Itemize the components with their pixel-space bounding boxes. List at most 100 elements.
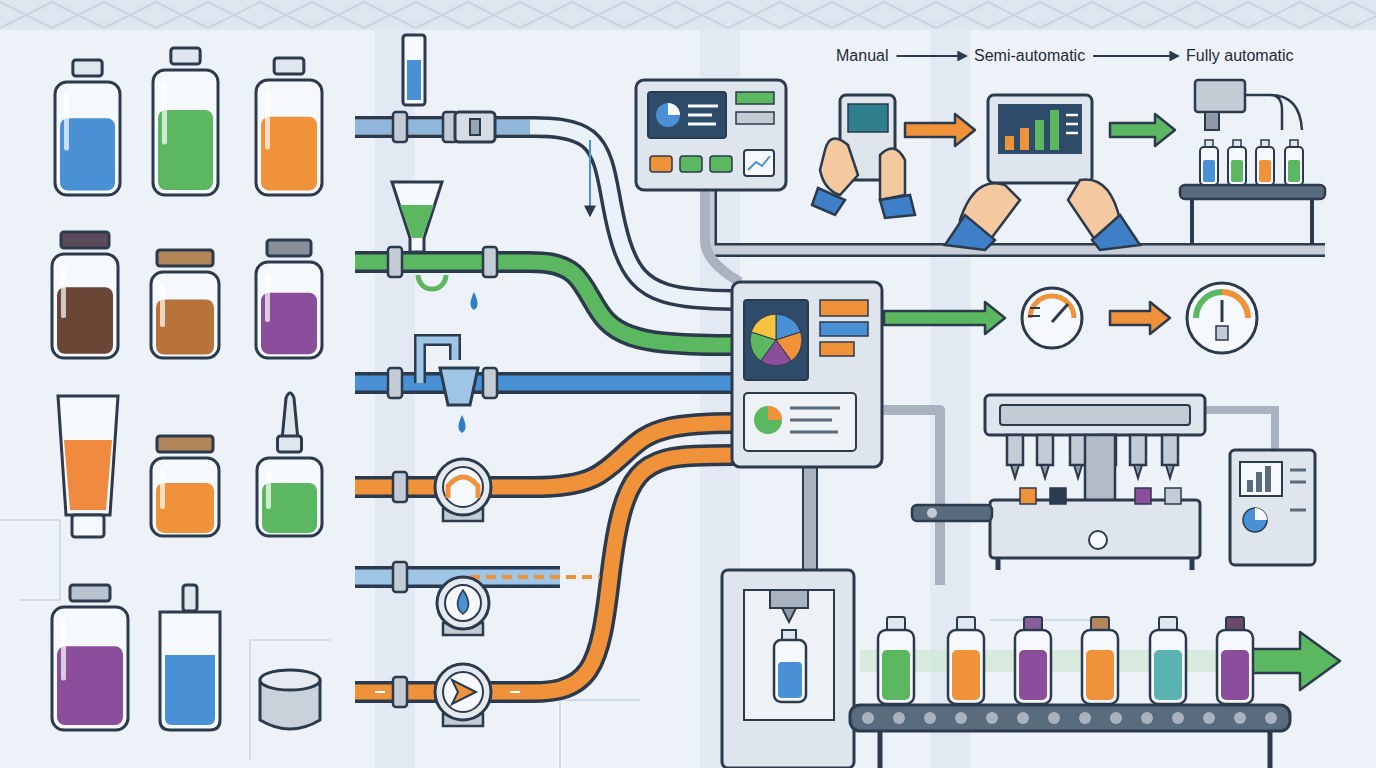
valve-body [455,112,495,142]
automation-stages [812,80,1325,250]
pump-housing [437,577,489,629]
bar [1050,110,1059,150]
pipe-flange [393,677,407,707]
machine-cable [1205,410,1275,450]
nozzle [1011,465,1019,478]
bottle-body [878,630,914,704]
flow-pipe-outline [520,262,740,345]
bottle-body [52,254,118,358]
container-top [1050,488,1066,504]
bottle-body [151,272,219,358]
roller [893,712,905,724]
container-top [1135,488,1151,504]
sleeves [945,215,1140,250]
truss-strut [936,2,988,28]
flow-pipe-outline [520,372,740,394]
roller [955,712,967,724]
pipe-flange [388,368,402,398]
nozzle [1166,465,1174,478]
liquid [1203,160,1215,182]
control-panels [636,80,1325,585]
hand [880,149,905,200]
bottling-line [722,570,1340,768]
liquid [400,205,434,238]
liquid [57,646,123,725]
gauge-readout [1216,326,1228,340]
bottle [256,240,322,358]
flow-arrow [1110,114,1175,146]
truss-strut [884,2,936,28]
container-set [52,48,322,730]
panel-screen [744,300,808,380]
machine-top [985,395,1205,435]
roller [862,712,874,724]
truss-strut [208,2,260,28]
bar [1247,480,1253,492]
pump-face [445,585,481,621]
filling-head [1037,435,1053,465]
truss-strut [780,2,832,28]
liquid [1086,650,1114,700]
screen-lines [688,106,718,124]
truss-strut [624,2,676,28]
panel-button [650,156,672,172]
pie-slice [1255,508,1267,520]
machine-base [990,500,1200,558]
flow-arrow [589,140,591,215]
truss-strut [364,2,416,28]
truss-strut [1300,2,1352,28]
truss-strut [104,2,156,28]
bottle-cap [157,250,213,266]
filler-head [1195,80,1245,112]
handheld-screen [848,104,888,132]
glint [265,92,270,150]
pie-slice [768,406,782,420]
flow-pipe [520,262,740,345]
tablet-screen [998,104,1082,154]
dashed-flow [470,575,600,579]
panel-stem [705,190,740,282]
flow-pipe [520,376,740,391]
flow-dash [375,691,520,693]
roller [1017,712,1029,724]
roller [1265,712,1277,724]
truss-strut [1040,2,1092,28]
bottle-body [55,82,120,195]
filler-hose [1245,95,1302,130]
glint [61,266,66,318]
nozzle [1134,465,1142,478]
screen-lines [1066,115,1078,133]
nozzle [1074,465,1082,478]
mini-bottle [1200,147,1218,185]
tube [58,396,118,515]
filling-head [1070,435,1086,465]
bottle-body [948,630,984,704]
mini-bottle [1285,147,1303,185]
pump-symbol [448,477,478,498]
bottle-body [1217,630,1253,704]
dial [1089,531,1107,549]
liquid [1231,160,1243,182]
bottle-body [1150,630,1186,704]
container-top [1020,488,1036,504]
bottle-body [1015,630,1051,704]
speed-lines [1028,308,1040,316]
truss-strut [572,2,624,28]
panel-button [680,156,702,172]
filling-head [1162,435,1178,465]
glint [160,470,165,509]
truss-strut [416,2,468,28]
pump-face [443,467,483,507]
roller [1141,712,1153,724]
truss-band [0,0,1376,30]
panel-stand [803,460,817,572]
gauge-needle [1052,304,1068,322]
stage-arrow [1093,55,1178,57]
dropper-tip [282,393,298,440]
bottle-body [1082,630,1118,704]
gauge [1187,283,1257,353]
truss-strut [1092,2,1144,28]
liquid [407,60,421,100]
filler-head [770,590,808,608]
